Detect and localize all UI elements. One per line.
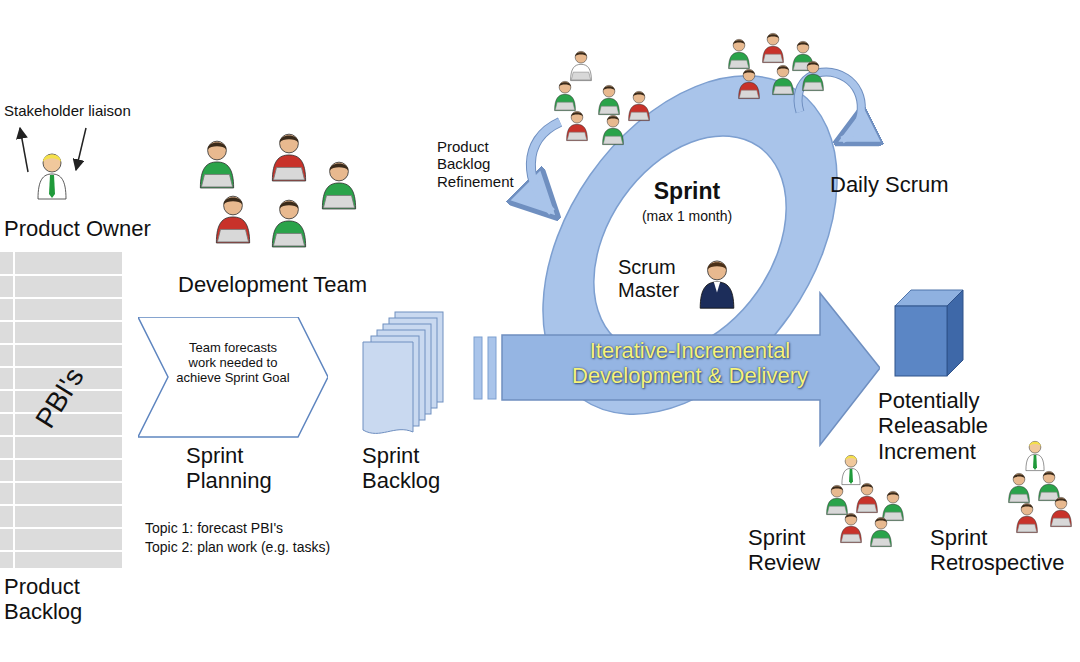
sprint-title: Sprint (632, 178, 742, 204)
planning-note: Team forecasts work needed to achieve Sp… (174, 341, 292, 386)
role-label: Product Owner (4, 216, 154, 241)
increment: Potentially Releasable Increment (876, 386, 1016, 468)
planning-heading: Sprint Planning (186, 443, 296, 494)
delivery-text: Iterative-Incremental Development & Deli… (540, 338, 840, 389)
backlog-table: PBI'sProduct Backlog (0, 252, 122, 632)
planning-topic: Topic 1: forecast PBI's (145, 520, 345, 536)
backlog-heading: Product Backlog (4, 574, 122, 625)
event-label: Daily Scrum (830, 172, 970, 197)
sprint-cycle: Sprint (max 1 month) Scrum Master (612, 178, 762, 318)
scrum-master-label: Scrum Master (618, 256, 698, 302)
event-label: Product Backlog Refinement (437, 138, 537, 190)
planning-chevron: Team forecasts work needed to achieve Sp… (138, 317, 328, 497)
stakeholder-note: Stakeholder liaison (4, 102, 164, 119)
sprint-backlog-heading: Sprint Backlog (362, 443, 458, 494)
sprint-duration: (max 1 month) (640, 208, 734, 224)
team-label: Development Team (178, 272, 398, 297)
sprint-backlog: Sprint Backlog (360, 440, 460, 496)
event-label: Sprint Review (748, 525, 838, 576)
increment-heading: Potentially Releasable Increment (878, 388, 1014, 464)
event-label: Sprint Retrospective (930, 525, 1076, 576)
planning-topic: Topic 2: plan work (e.g. tasks) (145, 539, 365, 555)
table-label: PBI's (20, 347, 100, 449)
delivery-arrow: Iterative-Incremental Development & Deli… (470, 290, 880, 450)
